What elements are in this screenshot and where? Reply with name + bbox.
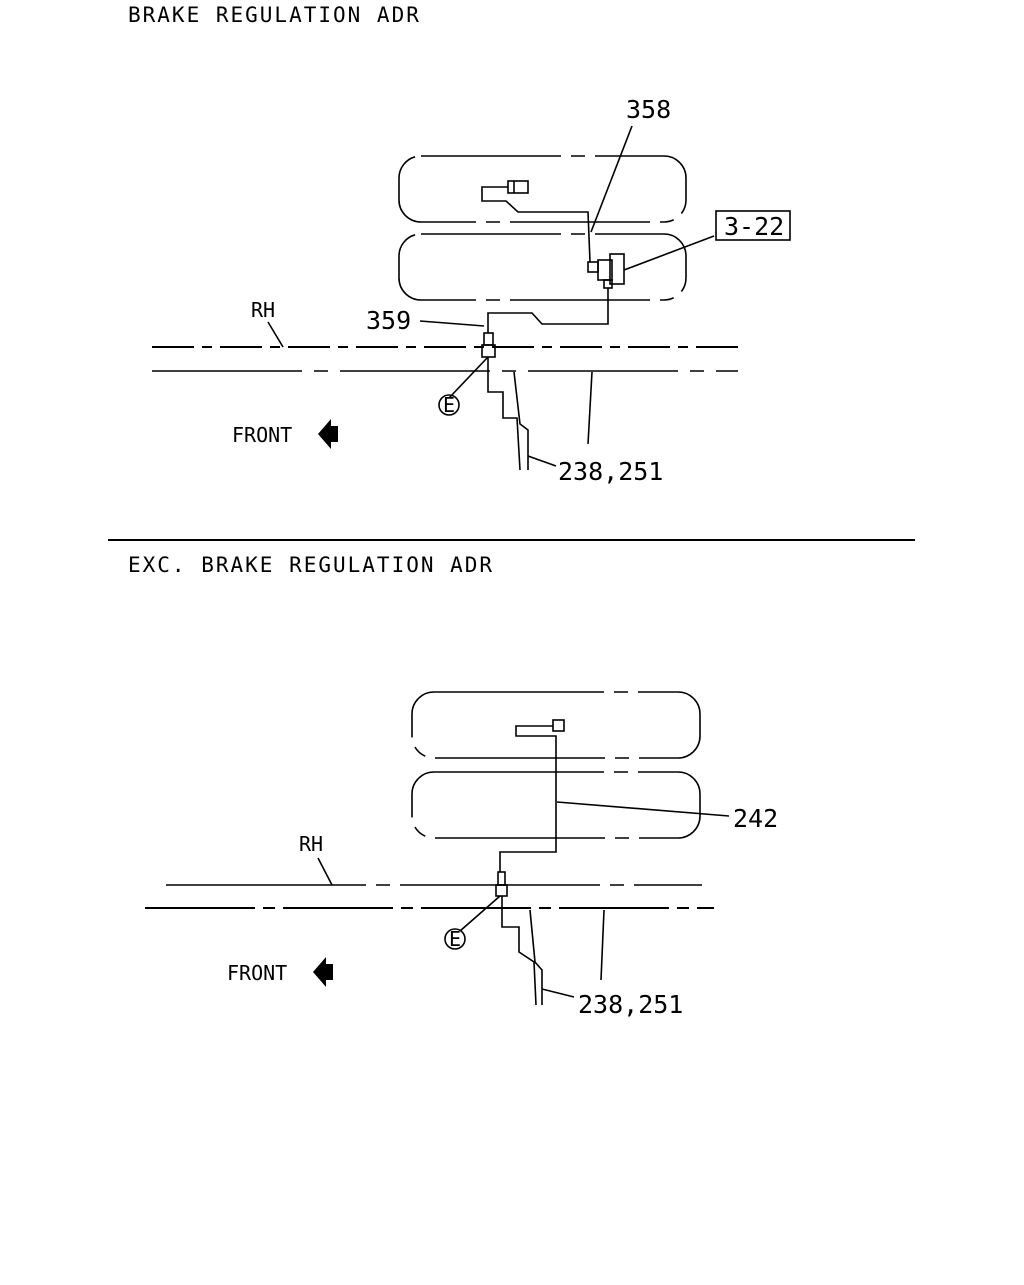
top-connector-e: E: [438, 332, 496, 417]
top-callout-238-251: 238,251: [558, 457, 663, 486]
top-harness-down-c: [587, 371, 593, 445]
top-front-label: FRONT: [232, 423, 292, 447]
top-harness-down-b: [513, 371, 529, 470]
top-valve-body-icon: [609, 253, 625, 285]
top-connector-e-label: E: [443, 393, 455, 417]
top-valve-component: [587, 253, 625, 289]
top-harness-359: [487, 288, 609, 333]
bottom-connector-e: E: [444, 871, 508, 951]
top-diagram: BRAKE REGULATION ADR E: [128, 3, 791, 486]
top-connector-e-circle: [438, 394, 460, 416]
bottom-diagram: EXC. BRAKE REGULATION ADR E 242 RH FR: [128, 553, 778, 1019]
top-harness-down-a: [487, 357, 521, 471]
bottom-callout-242: 242: [733, 804, 778, 833]
bottom-harness-down-a: [501, 896, 537, 1006]
bottom-harness-down-b: [529, 909, 543, 1005]
top-title: BRAKE REGULATION ADR: [128, 3, 421, 27]
top-tire-lower: [398, 233, 687, 301]
bottom-side-label: RH: [299, 832, 323, 856]
top-leader-359: [419, 320, 485, 327]
bottom-leader-242: [556, 801, 730, 817]
bottom-front-label: FRONT: [227, 961, 287, 985]
top-callout-358: 358: [626, 95, 671, 124]
bottom-harness-down-c: [600, 909, 605, 981]
bottom-title: EXC. BRAKE REGULATION ADR: [128, 553, 494, 577]
top-leader-358: [590, 125, 633, 233]
top-callout-3-22: 3-22: [724, 212, 784, 241]
top-sensor-wire: [481, 180, 591, 263]
top-callout-359: 359: [366, 306, 411, 335]
bottom-leader-238-251: [541, 988, 575, 998]
top-tire-upper: [398, 155, 687, 223]
top-leader-238-251: [527, 455, 557, 467]
top-callout-3-22-box: [715, 210, 791, 241]
bottom-connector-e-circle: [444, 928, 466, 950]
top-side-label: RH: [251, 298, 275, 322]
top-leader-3-22: [623, 235, 715, 271]
bottom-front-arrow-icon: [313, 957, 333, 987]
bottom-connector-e-label: E: [449, 927, 461, 951]
top-front-arrow-icon: [318, 419, 338, 449]
top-leader-rh: [267, 321, 284, 348]
top-sensor-head-icon: [507, 180, 529, 194]
bottom-leader-rh: [317, 857, 333, 886]
bottom-callout-238-251: 238,251: [578, 990, 683, 1019]
bottom-sensor-wire: [499, 719, 565, 872]
bottom-sensor-head-icon: [552, 719, 565, 732]
